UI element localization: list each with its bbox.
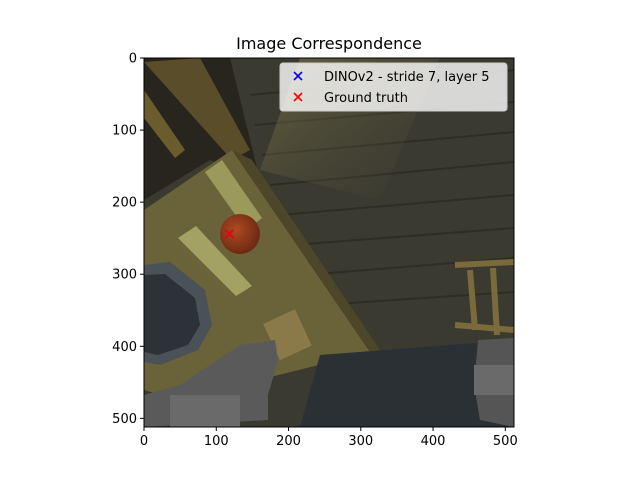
legend-label-dinov2: DINOv2 - stride 7, layer 5 [324,70,489,85]
x-tick-label: 300 [348,434,373,449]
legend: DINOv2 - stride 7, layer 5 Ground truth [279,62,508,112]
y-axis: 0 100 200 300 400 500 [112,52,144,427]
ground-truth-marker [224,229,234,239]
y-tick-label: 300 [112,268,137,283]
legend-marker-dinov2 [293,71,303,81]
x-tick-label: 400 [421,434,446,449]
legend-x-icon [293,71,303,81]
plot-area-frame [143,57,515,428]
y-tick-label: 500 [112,412,137,427]
y-tick-label: 200 [112,196,137,211]
image-background [144,58,514,427]
y-tick-label: 0 [129,52,137,67]
x-tick-label: 200 [276,434,301,449]
x-axis: 0 100 200 300 400 500 [140,427,518,449]
x-tick-label: 0 [140,434,148,449]
chart-title: Image Correspondence [236,34,422,53]
x-tick-label: 100 [204,434,229,449]
x-tick-label: 500 [493,434,518,449]
y-tick-label: 100 [112,124,137,139]
legend-label-ground-truth: Ground truth [324,91,408,106]
markers-layer [224,229,234,239]
y-tick-label: 400 [112,340,137,355]
legend-marker-ground-truth [293,92,303,102]
legend-x-icon [293,92,303,102]
